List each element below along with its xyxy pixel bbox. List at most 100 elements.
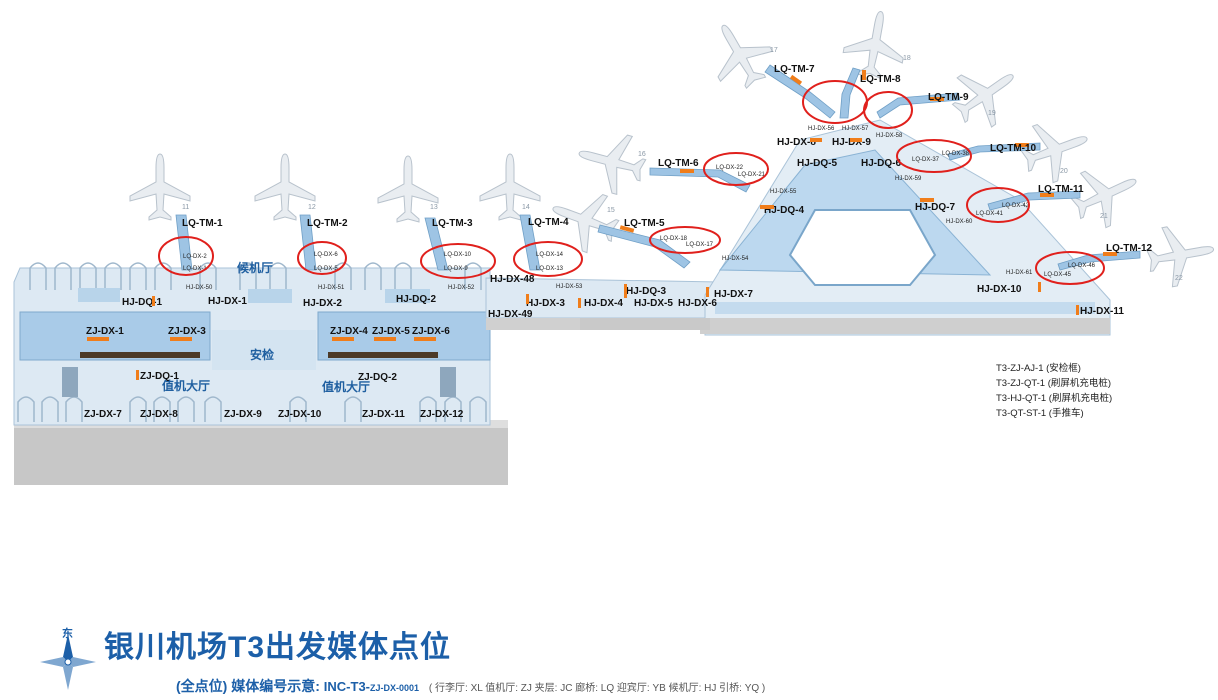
media-point-label: ZJ-DX-12 [420, 409, 464, 420]
bridge-point-label: LQ-DX-1 [183, 266, 207, 272]
legend-item: T3-ZJ-AJ-1 (安检框) [996, 363, 1081, 374]
map-title: 银川机场T3出发媒体点位 [104, 631, 452, 664]
media-point-small-label: HJ-DX-60 [946, 219, 973, 225]
media-point-label: HJ-DX-8 [777, 137, 816, 148]
jet-bridge-label: LQ-TM-11 [1038, 184, 1084, 195]
highlight-circles [158, 80, 1105, 285]
bridge-point-label: LQ-DX-13 [536, 266, 564, 272]
gate-number: 17 [770, 47, 778, 54]
media-point-label: ZJ-DX-11 [362, 409, 405, 420]
media-point-small-label: HJ-DX-52 [448, 285, 475, 291]
shop-3 [385, 289, 430, 303]
media-point-label: HJ-DQ-3 [626, 286, 666, 297]
legend-item: T3-QT-ST-1 (手推车) [996, 408, 1084, 419]
bridge-point-label: LQ-DX-14 [536, 252, 564, 258]
bridge-point-label: LQ-DX-21 [738, 172, 766, 178]
media-point-label: ZJ-DX-8 [140, 409, 178, 420]
compass-icon [40, 634, 96, 690]
counter-left [80, 352, 200, 358]
media-point-label: ZJ-DX-5 [372, 326, 410, 337]
pier-base [700, 318, 1110, 334]
terminal-base [14, 425, 508, 485]
media-point-label: ZJ-DX-9 [224, 409, 262, 420]
jet-bridge-label: LQ-TM-1 [182, 218, 223, 229]
zone-waiting-hall: 候机厅 [237, 260, 273, 275]
media-point-label: ZJ-DX-3 [168, 326, 206, 337]
airplane-icon [696, 10, 783, 99]
bridge-point-label: LQ-DX-5 [314, 266, 338, 272]
bridge-point-label: LQ-DX-22 [716, 165, 744, 171]
media-point-label: HJ-DQ-5 [797, 158, 837, 169]
gate-number: 22 [1175, 275, 1183, 282]
subtitle-abbreviations: ( 行李厅: XL 值机厅: ZJ 夹层: JC 廊桥: LQ 迎宾厅: YB … [428, 683, 766, 694]
media-point-small-label: HJ-DX-54 [722, 256, 749, 262]
bridge-point-label: LQ-DX-6 [314, 252, 338, 258]
media-point-label: HJ-DX-9 [832, 137, 871, 148]
media-point-small-label: HJ-DX-58 [876, 133, 903, 139]
gate-number: 18 [903, 55, 911, 62]
airplane-icon [570, 123, 652, 200]
subtitle-code-small: ZJ-DX-0001 [370, 683, 420, 693]
jet-bridge-label: LQ-TM-7 [774, 64, 815, 75]
media-point-label: ZJ-DQ-2 [358, 372, 397, 383]
media-point-label: HJ-DX-4 [584, 298, 623, 309]
bridge-point-label: LQ-DX-18 [660, 236, 688, 242]
gate-number: 15 [607, 207, 615, 214]
media-point-label: HJ-DX-1 [208, 296, 247, 307]
map-subtitle: (全点位) 媒体编号示意: INC-T3-ZJ-DX-0001 ( 行李厅: X… [176, 676, 765, 696]
media-point-small-label: HJ-DX-57 [842, 126, 869, 132]
bridge-point-label: LQ-DX-2 [183, 254, 207, 260]
media-point-label: HJ-DX-6 [678, 298, 717, 309]
media-point-label: ZJ-DX-1 [86, 326, 124, 337]
media-point-label: HJ-DX-7 [714, 289, 753, 300]
jet-bridge-label: LQ-TM-5 [624, 218, 665, 229]
jet-bridge-label: LQ-TM-3 [432, 218, 473, 229]
gate-number: 20 [1060, 168, 1068, 175]
gate-number: 13 [430, 204, 438, 211]
gate-number: 11 [182, 204, 189, 211]
media-point-label: HJ-DX-48 [490, 274, 535, 285]
gate-number: 16 [638, 151, 646, 158]
media-point-label: HJ-DX-49 [488, 309, 533, 320]
gate-number: 21 [1100, 213, 1108, 220]
media-point-small-label: HJ-DX-59 [895, 176, 922, 182]
bridge-point-label: LQ-DX-10 [444, 252, 472, 258]
shop-1 [78, 288, 120, 302]
legend-item: T3-HJ-QT-1 (刷屏机充电桩) [996, 393, 1113, 404]
media-markers [87, 138, 1079, 380]
media-point-label: HJ-DQ-1 [122, 297, 162, 308]
jet-bridge-label: LQ-TM-4 [528, 217, 569, 228]
jet-bridge-label: LQ-TM-9 [928, 92, 969, 103]
media-point-small-label: HJ-DX-53 [556, 284, 583, 290]
airplane-icon [479, 153, 541, 221]
bridge-point-label: LQ-DX-46 [1068, 263, 1096, 269]
media-point-label: HJ-DX-2 [303, 298, 342, 309]
airplane-icon [254, 153, 316, 221]
jet-bridge-label: LQ-TM-10 [990, 143, 1037, 154]
gate-number: 14 [522, 204, 530, 211]
jet-bridge-label: LQ-TM-6 [658, 158, 699, 169]
media-point-label: HJ-DX-3 [526, 298, 565, 309]
subtitle-prefix: (全点位) 媒体编号示意: [176, 678, 320, 694]
compass-label: 东 [62, 628, 73, 640]
media-point-label: HJ-DX-5 [634, 298, 673, 309]
bridge-point-label: LQ-DX-37 [912, 157, 940, 163]
media-point-label: HJ-DQ-6 [861, 158, 901, 169]
subtitle-code: INC-T3- [323, 679, 370, 694]
media-point-small-label: HJ-DX-51 [318, 285, 345, 291]
legend-item: T3-ZJ-QT-1 (刷屏机充电桩) [996, 378, 1112, 389]
media-point-label: ZJ-DX-10 [278, 409, 322, 420]
media-point-small-label: HJ-DX-56 [808, 126, 835, 132]
zone-checkin-left: 值机大厅 [162, 378, 210, 393]
media-point-label: HJ-DQ-2 [396, 294, 436, 305]
airplane-icon [839, 5, 911, 83]
jet-bridge-label: LQ-TM-12 [1106, 243, 1153, 254]
media-point-small-label: HJ-DX-61 [1006, 270, 1033, 276]
media-point-label: HJ-DQ-4 [764, 205, 804, 216]
zone-checkin-right: 值机大厅 [322, 379, 370, 394]
facade-arches-bottom [17, 396, 487, 422]
bridge-point-label: LQ-DX-42 [1002, 203, 1030, 209]
bridge-point-label: LQ-DX-9 [444, 266, 468, 272]
pier-walkway [715, 302, 1095, 314]
